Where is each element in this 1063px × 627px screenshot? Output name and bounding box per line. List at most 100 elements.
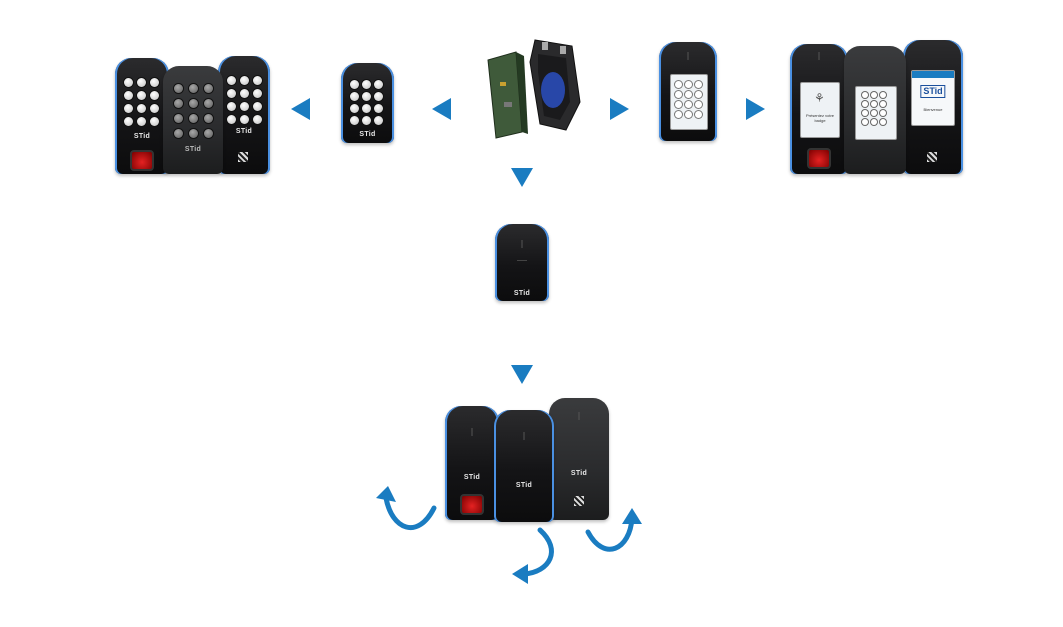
- key: [189, 84, 198, 93]
- key: [189, 129, 198, 138]
- gray-keypad-reader: STid: [163, 66, 223, 174]
- brand-logo: STid: [184, 146, 202, 153]
- center-mark: [517, 260, 527, 261]
- keypad-reader: STid: [218, 56, 270, 174]
- key: [174, 114, 183, 123]
- screen-reader-group-right: ⚘ Présentez votre badge STid Bienvenue: [790, 40, 965, 176]
- key: [124, 78, 133, 87]
- key: [675, 111, 682, 118]
- key: [240, 115, 249, 124]
- mini-reader: STid: [495, 224, 549, 301]
- arrowhead: [376, 486, 396, 502]
- key: [137, 104, 146, 113]
- key: [124, 104, 133, 113]
- key: [253, 102, 262, 111]
- key: [880, 119, 886, 125]
- key: [374, 92, 383, 101]
- curved-arrow-down-icon: [521, 527, 554, 577]
- key: [240, 102, 249, 111]
- curved-arrow-left-icon: [383, 495, 437, 531]
- key: [350, 116, 359, 125]
- key: [880, 110, 886, 116]
- key: [174, 129, 183, 138]
- status-bar: [912, 71, 954, 78]
- brand-logo: STid: [920, 85, 946, 98]
- key: [362, 80, 371, 89]
- qr-mark-icon: [574, 496, 584, 506]
- key: [880, 92, 886, 98]
- led-mark: [687, 51, 689, 60]
- key: [871, 110, 877, 116]
- screen-fingerprint-reader: ⚘ Présentez votre badge: [790, 44, 848, 174]
- arrow-down-icon: [511, 365, 533, 384]
- brand-logo: STid: [463, 474, 481, 481]
- key: [350, 104, 359, 113]
- touch-keypad: [675, 81, 702, 118]
- touch-screen: [855, 86, 897, 140]
- key: [374, 80, 383, 89]
- large-gray-reader: STid: [549, 398, 609, 520]
- contactless-icon: ⚘: [814, 91, 825, 105]
- fingerprint-sensor-icon: [130, 150, 154, 171]
- key: [362, 116, 371, 125]
- screen-message: Bienvenue: [923, 107, 943, 112]
- led-mark: [521, 240, 523, 248]
- arrowhead: [622, 508, 642, 524]
- key: [240, 76, 249, 85]
- key: [227, 102, 236, 111]
- key: [227, 89, 236, 98]
- key: [174, 84, 183, 93]
- keypad: [227, 76, 262, 124]
- arrow-right-icon: [746, 98, 765, 120]
- fingerprint-reader: STid: [445, 406, 499, 520]
- key: [871, 92, 877, 98]
- key: [350, 92, 359, 101]
- key: [675, 101, 682, 108]
- keypad-reader-group-left: STid STid STid: [115, 56, 270, 176]
- arrow-right-icon: [610, 98, 629, 120]
- qr-mark-icon: [927, 152, 937, 162]
- key: [189, 114, 198, 123]
- brand-logo: STid: [515, 482, 533, 489]
- keypad: [124, 78, 159, 126]
- key: [150, 104, 159, 113]
- key: [685, 101, 692, 108]
- key: [137, 91, 146, 100]
- single-keypad-reader: STid: [341, 63, 394, 143]
- brand-logo: STid: [513, 290, 531, 297]
- screen-message: Présentez votre badge: [805, 113, 834, 123]
- fingerprint-sensor-icon: [460, 494, 484, 515]
- display-screen: ⚘ Présentez votre badge: [800, 82, 840, 138]
- led-mark: [523, 432, 525, 440]
- key: [150, 91, 159, 100]
- key: [862, 119, 868, 125]
- key: [695, 81, 702, 88]
- curved-arrow-right-icon: [585, 515, 635, 552]
- touch-keypad: [862, 92, 886, 125]
- key: [189, 99, 198, 108]
- key: [227, 76, 236, 85]
- key: [253, 115, 262, 124]
- key: [675, 81, 682, 88]
- key: [362, 92, 371, 101]
- welcome-screen-reader: STid Bienvenue: [903, 40, 963, 174]
- key: [362, 104, 371, 113]
- arrow-left-icon: [291, 98, 310, 120]
- key: [374, 116, 383, 125]
- keypad-fingerprint-reader: STid: [115, 58, 169, 174]
- brand-logo: STid: [235, 128, 253, 135]
- key: [374, 104, 383, 113]
- key: [695, 111, 702, 118]
- key: [240, 89, 249, 98]
- key: [350, 80, 359, 89]
- arrow-down-icon: [511, 168, 533, 187]
- key: [150, 117, 159, 126]
- proximity-reader: STid: [494, 410, 554, 522]
- key: [204, 84, 213, 93]
- key: [685, 81, 692, 88]
- key: [124, 91, 133, 100]
- key: [695, 101, 702, 108]
- reader-module-exploded: [480, 32, 590, 144]
- key: [204, 129, 213, 138]
- module-illustration: [487, 39, 581, 139]
